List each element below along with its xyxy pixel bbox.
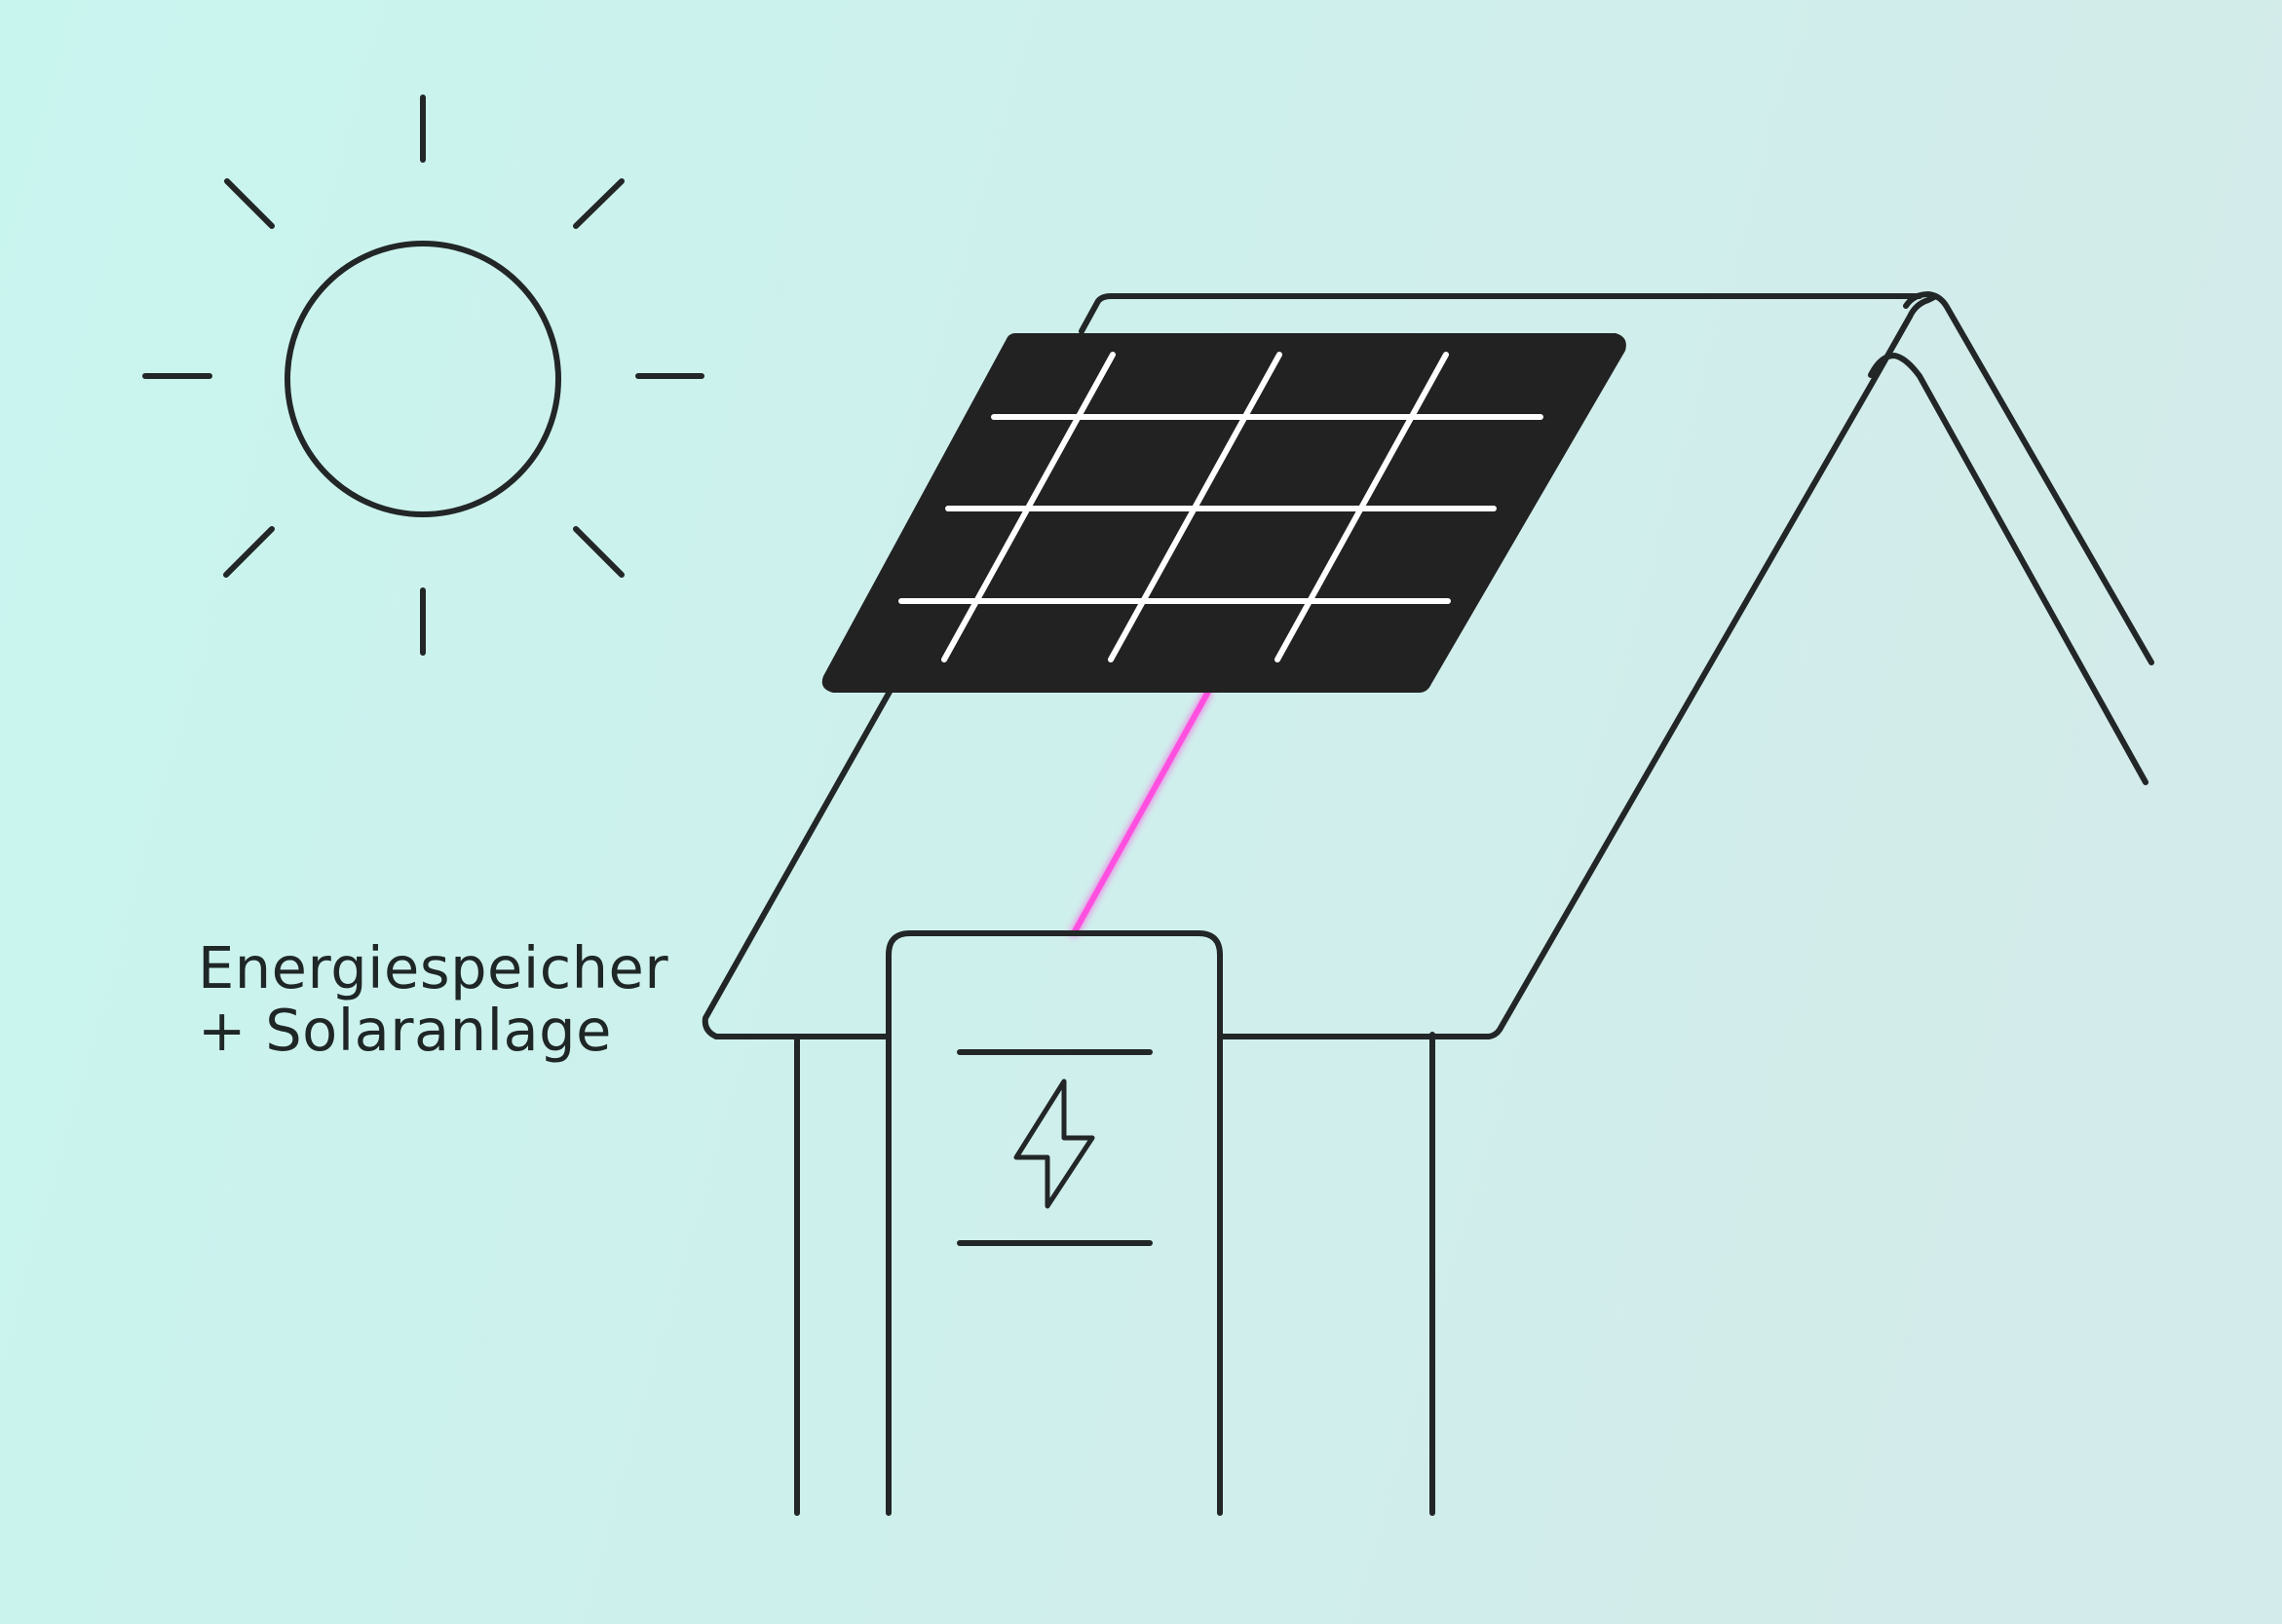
- roof-front-outline: [702, 293, 1937, 1039]
- roof-ridge-back: [1903, 291, 2154, 665]
- sun-ray-top-right: [573, 178, 625, 229]
- battery-storage-icon: [886, 930, 1223, 1516]
- lightning-bolt-icon: [1013, 1078, 1095, 1209]
- sun-disc: [285, 241, 561, 517]
- battery-housing: [886, 930, 1223, 1516]
- caption-line-1: Energiespeicher: [198, 934, 669, 1001]
- caption: Energiespeicher + Solaranlage: [198, 937, 668, 1062]
- caption-line-2: + Solaranlage: [198, 997, 612, 1064]
- roof-eave-back: [1868, 353, 2149, 785]
- house-roof: [702, 291, 2154, 1516]
- panel-col-3: [1274, 352, 1449, 662]
- panel-col-1: [941, 352, 1116, 662]
- power-line: [1071, 689, 1211, 936]
- sun-icon: [142, 94, 704, 656]
- solar-panel-grid: [898, 352, 1543, 662]
- solar-panel-icon: [821, 333, 1626, 693]
- sun-ray-bottom-left: [223, 526, 275, 578]
- sun-ray-bottom-right: [573, 526, 625, 578]
- panel-col-2: [1108, 352, 1282, 662]
- sun-ray-top-left: [224, 178, 275, 229]
